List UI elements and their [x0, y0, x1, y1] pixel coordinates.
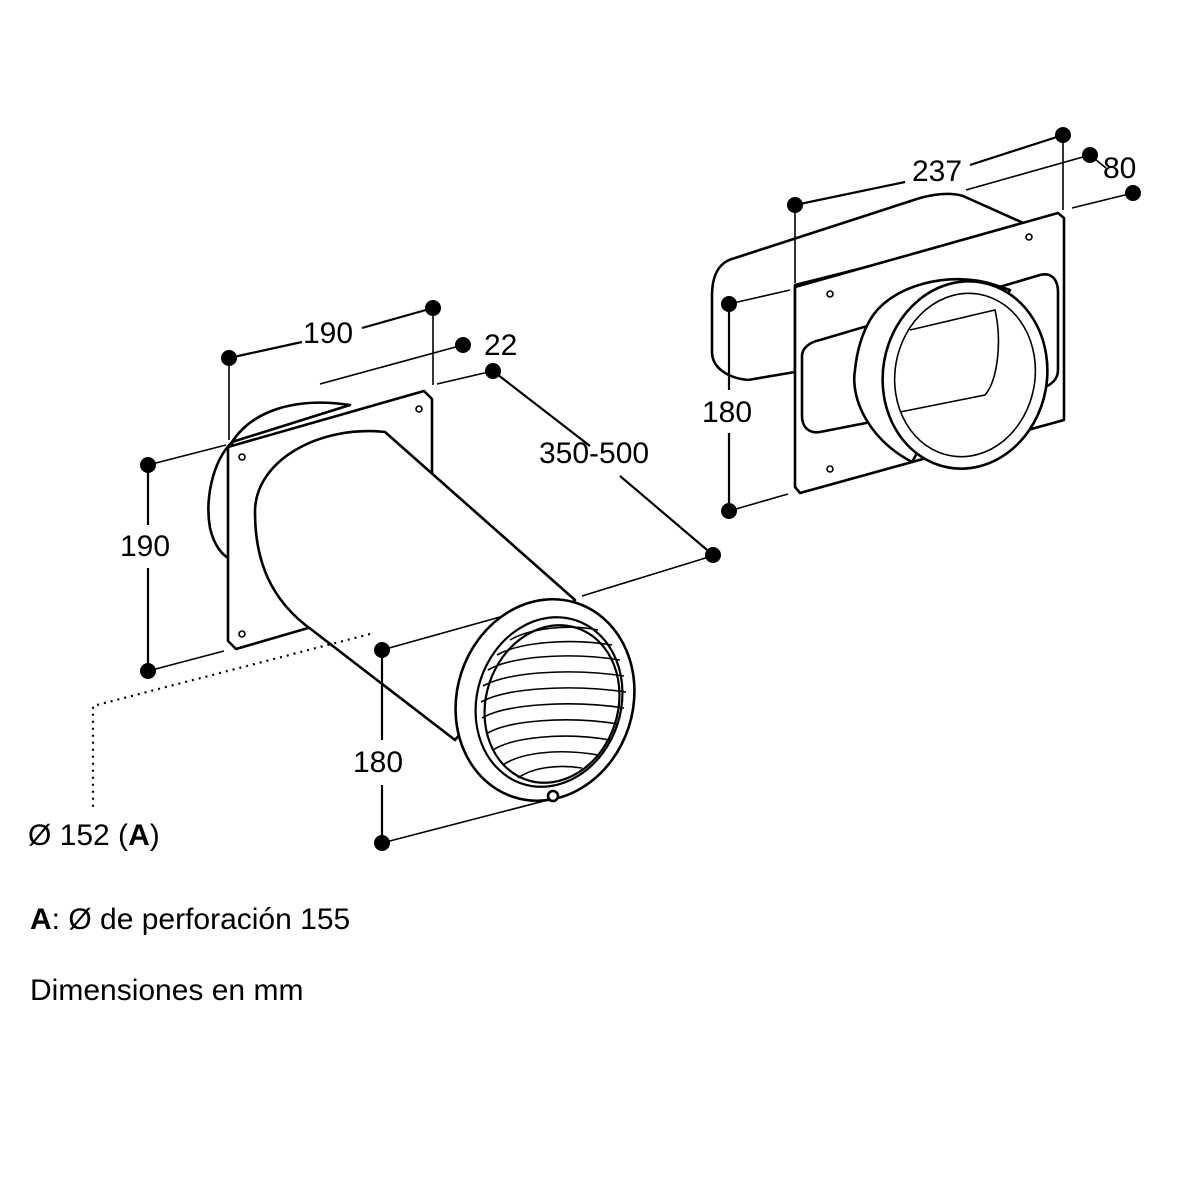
screw-hole: [415, 405, 423, 413]
diameter-prefix: Ø 152 (: [28, 819, 128, 852]
screw-hole: [826, 465, 834, 473]
grille-ring: [454, 597, 636, 803]
units-note: Dimensiones en mm: [30, 974, 304, 1007]
dim-left-height: 190: [120, 530, 170, 563]
dim-left-length: 350-500: [539, 437, 649, 470]
diameter-suffix: ): [150, 819, 160, 852]
wall-duct-drawing: [91, 389, 636, 808]
left-dimensions: [140, 300, 721, 851]
diameter-callout: Ø 152 (A): [28, 819, 160, 852]
dim-left-width: 190: [303, 317, 353, 350]
dim-right-depth: 80: [1103, 152, 1136, 185]
screw-hole: [826, 290, 834, 298]
dim-left-depth: 22: [484, 329, 517, 362]
screw-hole: [238, 453, 246, 461]
grille-louvres: [480, 626, 627, 779]
dim-right-width: 237: [912, 155, 962, 188]
right-dimensions: [721, 127, 1141, 519]
drill-note-text: : Ø de perforación 155: [51, 903, 351, 936]
screw-hole: [238, 630, 246, 638]
adapter-drawing: [710, 192, 1066, 495]
diameter-ref: A: [128, 819, 150, 852]
screw-hole: [1025, 233, 1033, 241]
drill-note: A: Ø de perforación 155: [30, 903, 350, 937]
adapter-box: [710, 192, 1032, 382]
diameter-leader: [91, 632, 371, 808]
dim-grille-height: 180: [353, 746, 403, 779]
latch-icon: [546, 789, 560, 803]
drill-note-ref: A: [30, 903, 52, 936]
dim-right-height: 180: [702, 396, 752, 429]
